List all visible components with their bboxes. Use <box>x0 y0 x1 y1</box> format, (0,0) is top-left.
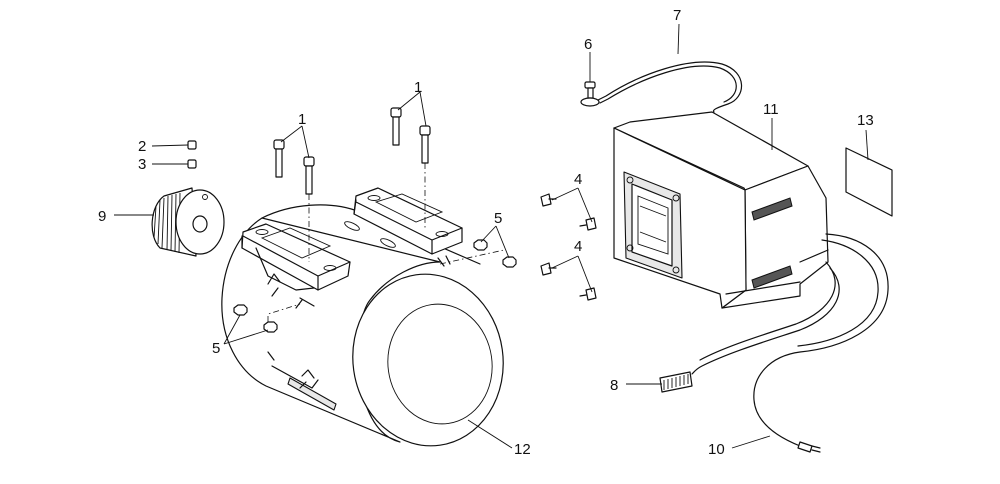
screws-left-pair <box>273 139 315 195</box>
callout-11: 11 <box>763 101 779 118</box>
power-cable <box>753 233 889 453</box>
set-screws <box>187 140 197 169</box>
label-card <box>845 147 893 217</box>
callout-13: 13 <box>857 112 874 129</box>
pulley <box>151 187 225 257</box>
callout-12: 12 <box>514 441 531 458</box>
callout-4-upper: 4 <box>574 171 582 188</box>
connector-cable <box>691 261 840 375</box>
alignment-lines <box>267 163 505 322</box>
mount-bracket-left <box>241 223 351 307</box>
callout-10: 10 <box>708 441 725 458</box>
ground-screw <box>584 81 596 99</box>
nuts <box>233 239 517 333</box>
callout-1-left: 1 <box>298 111 306 128</box>
callout-7: 7 <box>673 7 681 24</box>
callout-labels: 1 1 2 3 4 4 5 5 6 7 8 9 10 11 12 13 <box>98 7 874 458</box>
callout-5-right: 5 <box>494 210 502 227</box>
ground-cable <box>580 61 743 113</box>
callout-1-right: 1 <box>414 79 422 96</box>
camera-box <box>613 111 829 309</box>
callout-3: 3 <box>138 156 146 173</box>
callout-8: 8 <box>610 377 618 394</box>
callout-9: 9 <box>98 208 106 225</box>
housing-cylinder <box>221 204 504 447</box>
self-tapping-screws <box>540 193 597 301</box>
callout-2: 2 <box>138 138 146 155</box>
connector-plug <box>659 371 693 393</box>
mount-bracket-right <box>353 187 463 267</box>
screws-right-pair <box>390 107 431 164</box>
callout-leaders <box>114 23 869 449</box>
callout-5-left: 5 <box>212 340 220 357</box>
callout-6: 6 <box>584 36 592 53</box>
callout-4-lower: 4 <box>574 238 582 255</box>
